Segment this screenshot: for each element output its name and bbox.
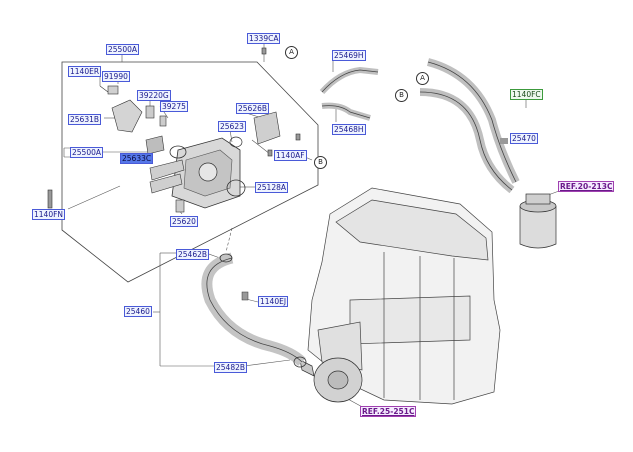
connector-line bbox=[225, 227, 233, 253]
label-1339ca[interactable]: 1339CA bbox=[247, 33, 281, 44]
ref-20-213c-link[interactable]: REF.20-213C bbox=[558, 181, 615, 192]
engine-block bbox=[307, 187, 501, 405]
thermostat-housing bbox=[149, 136, 246, 209]
label-25623[interactable]: 25623 bbox=[218, 121, 246, 132]
small-parts bbox=[47, 47, 301, 213]
assembly-outline bbox=[61, 61, 319, 283]
callout-b-left: B bbox=[314, 156, 327, 169]
bypass-hoses bbox=[319, 66, 379, 121]
label-25469h[interactable]: 25469H bbox=[332, 50, 366, 61]
label-91990[interactable]: 91990 bbox=[102, 71, 130, 82]
label-25633c[interactable]: 25633C bbox=[120, 153, 154, 164]
label-25460[interactable]: 25460 bbox=[124, 306, 152, 317]
callout-a-left: A bbox=[285, 46, 298, 59]
label-25500a-mid[interactable]: 25500A bbox=[70, 147, 103, 158]
label-25468h[interactable]: 25468H bbox=[332, 124, 366, 135]
heater-pipes bbox=[419, 58, 520, 194]
label-25631b[interactable]: 25631B bbox=[68, 114, 102, 125]
label-1140fc[interactable]: 1140FC bbox=[510, 89, 543, 100]
label-25462b[interactable]: 25462B bbox=[176, 249, 210, 260]
label-25128a[interactable]: 25128A bbox=[255, 182, 288, 193]
label-1140af[interactable]: 1140AF bbox=[274, 150, 307, 161]
ref-25-251c-link[interactable]: REF.25-251C bbox=[360, 406, 417, 417]
label-1140er[interactable]: 1140ER bbox=[68, 66, 102, 77]
callout-a-right: A bbox=[416, 72, 429, 85]
inlet-hose bbox=[201, 252, 307, 368]
label-25482b[interactable]: 25482B bbox=[214, 362, 248, 373]
label-25620[interactable]: 25620 bbox=[170, 216, 198, 227]
oil-filter-housing bbox=[519, 193, 557, 249]
label-25470[interactable]: 25470 bbox=[510, 133, 538, 144]
label-25500a-top[interactable]: 25500A bbox=[106, 44, 139, 55]
label-25626b[interactable]: 25626B bbox=[236, 103, 270, 114]
label-1140fn[interactable]: 1140FN bbox=[32, 209, 66, 220]
callout-b-right: B bbox=[395, 89, 408, 102]
label-1140ej[interactable]: 1140EJ bbox=[258, 296, 289, 307]
label-39275[interactable]: 39275 bbox=[160, 101, 188, 112]
label-39220g[interactable]: 39220G bbox=[137, 90, 171, 101]
water-pump bbox=[299, 357, 363, 403]
